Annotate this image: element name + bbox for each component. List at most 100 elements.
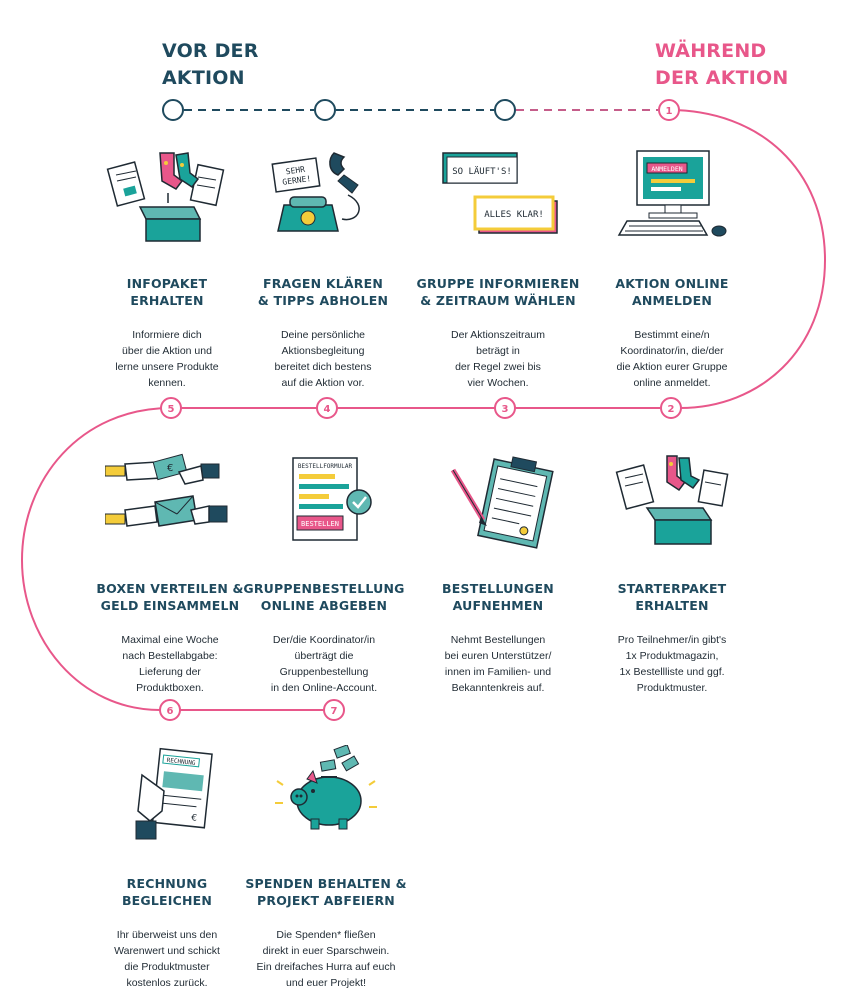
desc-line: der Regel zwei bis: [455, 361, 541, 373]
step-anmelden: ANMELDEN AKTION ONLINE ANMELDEN Bestimmt…: [582, 145, 762, 391]
desc-line: Warenwert und schickt: [114, 945, 220, 957]
step-title: AKTION ONLINE ANMELDEN: [582, 275, 762, 309]
desc-line: Pro Teilnehmer/in gibt's: [617, 634, 727, 646]
step-title: BOXEN VERTEILEN & GELD EINSAMMELN: [80, 580, 260, 614]
hands-exchange-icon: €: [105, 453, 228, 527]
phase-heading-before: VOR DER AKTION: [162, 38, 259, 92]
step-gruppenbestellung: BESTELLFORMULAR BESTELLEN GRUPPENBESTELL…: [234, 450, 414, 696]
title-line: GRUPPENBESTELLUNG: [243, 581, 405, 596]
desc-line: Bestimmt eine/n: [634, 329, 710, 341]
milestone-circle: [494, 99, 516, 121]
title-line: ONLINE ABGEBEN: [260, 598, 388, 613]
title-line: BEGLEICHEN: [121, 893, 213, 908]
phase-heading-line: DER AKTION: [655, 67, 789, 89]
title-line: FRAGEN KLÄREN: [262, 276, 383, 291]
svg-text:7: 7: [331, 706, 338, 717]
desc-line: Bekanntenkreis auf.: [451, 682, 545, 694]
step-description: Bestimmt eine/n Koordinator/in, die/der …: [582, 327, 762, 391]
desc-line: überträgt die: [294, 650, 354, 662]
step-title: GRUPPE INFORMIEREN & ZEITRAUM WÄHLEN: [408, 275, 588, 309]
step-description: Der Aktionszeitraum beträgt in der Regel…: [408, 327, 588, 391]
illus-label: BESTELLFORMULAR: [298, 463, 353, 470]
desc-line: Der Aktionszeitraum: [451, 329, 545, 341]
desc-line: Die Spenden* fließen: [276, 929, 376, 941]
svg-text:6: 6: [167, 706, 174, 717]
step-number-2: 2: [660, 397, 682, 419]
step-number-3: 3: [494, 397, 516, 419]
desc-line: auf die Aktion vor.: [281, 377, 365, 389]
title-line: GELD EINSAMMELN: [100, 598, 240, 613]
title-line: BESTELLUNGEN: [442, 581, 554, 596]
desc-line: die Produktmuster: [124, 961, 210, 973]
illus-label: ANMELDEN: [651, 165, 682, 173]
desc-line: 1x Bestellliste und ggf.: [619, 666, 725, 678]
desc-line: beträgt in: [476, 345, 520, 357]
title-line: ANMELDEN: [631, 293, 713, 308]
title-line: PROJEKT ABFEIERN: [257, 893, 395, 908]
title-line: GRUPPE INFORMIEREN: [416, 276, 580, 291]
telephone-icon: SEHR GERNE!: [271, 152, 360, 232]
svg-text:4: 4: [324, 404, 331, 415]
title-line: AKTION ONLINE: [615, 276, 729, 291]
desc-line: Maximal eine Woche: [121, 634, 219, 646]
svg-text:2: 2: [668, 404, 675, 415]
computer-icon: ANMELDEN: [617, 150, 727, 237]
desc-line: Koordinator/in, die/der: [620, 345, 724, 357]
desc-line: Produktboxen.: [136, 682, 204, 694]
desc-line: und euer Projekt!: [286, 977, 366, 989]
desc-line: Aktionsbegleitung: [281, 345, 365, 357]
step-spenden: SPENDEN BEHALTEN & PROJEKT ABFEIERN Die …: [228, 745, 424, 991]
step-title: BESTELLUNGEN AUFNEHMEN: [408, 580, 588, 614]
title-line: RECHNUNG: [126, 876, 208, 891]
illus-label: GERNE!: [282, 174, 312, 187]
title-line: BOXEN VERTEILEN &: [96, 581, 244, 596]
step-title: STARTERPAKET ERHALTEN: [582, 580, 762, 614]
step-gruppe: SO LÄUFT'S! ALLES KLAR! GRUPPE INFORMIER…: [408, 145, 588, 391]
title-line: STARTERPAKET: [617, 581, 727, 596]
illus-label: BESTELLEN: [301, 520, 339, 528]
desc-line: 1x Produktmagazin,: [625, 650, 719, 662]
phase-heading-line: WÄHREND: [655, 40, 767, 62]
step-infopaket: INFOPAKET ERHALTEN Informiere dich über …: [77, 145, 257, 391]
step-title: GRUPPENBESTELLUNG ONLINE ABGEBEN: [234, 580, 414, 614]
desc-line: Ihr überweist uns den: [116, 929, 218, 941]
phase-heading-line: AKTION: [162, 67, 245, 89]
svg-text:5: 5: [168, 404, 175, 415]
step-number-6: 6: [159, 699, 181, 721]
title-line: ERHALTEN: [635, 598, 709, 613]
order-form-icon: BESTELLFORMULAR BESTELLEN: [292, 457, 372, 541]
desc-line: Lieferung der: [139, 666, 201, 678]
desc-line: Der/die Koordinator/in: [272, 634, 376, 646]
step-rechnung: RECHNUNG € RECHNUNG BEGLEICHEN Ihr überw…: [77, 745, 257, 991]
desc-line: direkt in euer Sparschwein.: [262, 945, 390, 957]
title-line: ERHALTEN: [130, 293, 204, 308]
desc-line: die Aktion eurer Gruppe: [616, 361, 728, 373]
step-description: Die Spenden* fließen direkt in euer Spar…: [228, 927, 424, 991]
desc-line: in den Online-Account.: [270, 682, 378, 694]
phase-heading-during: WÄHREND DER AKTION: [655, 38, 789, 92]
milestone-circle: [162, 99, 184, 121]
route-curve-left: [20, 407, 172, 711]
desc-line: bereitet dich bestens: [274, 361, 372, 373]
desc-line: innen im Familien- und: [444, 666, 552, 678]
title-line: INFOPAKET: [126, 276, 208, 291]
svg-text:€: €: [191, 813, 198, 824]
step-number-1: 1: [658, 99, 680, 121]
desc-line: lerne unsere Produkte: [115, 361, 219, 373]
step-description: Informiere dich über die Aktion und lern…: [77, 327, 257, 391]
step-description: Pro Teilnehmer/in gibt's 1x Produktmagaz…: [582, 632, 762, 696]
desc-line: online anmeldet.: [633, 377, 711, 389]
svg-text:€: €: [167, 463, 173, 474]
svg-text:1: 1: [666, 106, 673, 117]
milestone-circle: [314, 99, 336, 121]
desc-line: Gruppenbestellung: [279, 666, 369, 678]
step-bestellungen: BESTELLUNGEN AUFNEHMEN Nehmt Bestellunge…: [408, 450, 588, 696]
illus-label: SO LÄUFT'S!: [452, 166, 512, 177]
svg-text:3: 3: [502, 404, 509, 415]
invoice-icon: RECHNUNG €: [135, 747, 213, 840]
route-curve-right: [668, 109, 827, 409]
desc-line: Ein dreifaches Hurra auf euch: [256, 961, 396, 973]
title-line: AUFNEHMEN: [452, 598, 544, 613]
desc-line: kennen.: [148, 377, 186, 389]
